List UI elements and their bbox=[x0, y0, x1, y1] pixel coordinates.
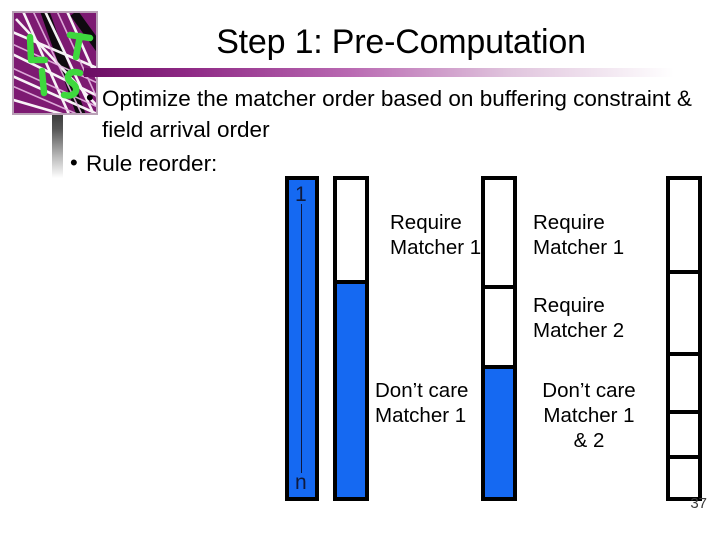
partitioned-bar-segment-1 bbox=[670, 180, 698, 270]
note-dont-care-matcher-1-col2: Don’t care Matcher 1 bbox=[375, 379, 469, 427]
rule-list-bar-segment bbox=[289, 180, 315, 497]
matcher1-bar bbox=[333, 176, 369, 501]
bullet-marker: • bbox=[70, 150, 78, 175]
matcher1-2-bar-segment-require-1 bbox=[485, 180, 513, 285]
rule-range-tick-line bbox=[301, 204, 302, 473]
logo bbox=[12, 11, 98, 115]
partitioned-bar-segment-2 bbox=[670, 270, 698, 352]
note-require-matcher-2-col3: Require Matcher 2 bbox=[533, 294, 625, 342]
matcher1-2-bar-segment-require-2 bbox=[485, 285, 513, 365]
matcher1-2-bar bbox=[481, 176, 517, 501]
matcher1-bar-segment-dontcare bbox=[337, 280, 365, 497]
bullet-marker: • bbox=[86, 85, 94, 110]
rule-list-bar: 1 n bbox=[285, 176, 319, 501]
title-underline-rule bbox=[84, 68, 674, 77]
page-title: Step 1: Pre-Computation bbox=[216, 23, 586, 61]
page-number: 37 bbox=[690, 495, 707, 512]
rule-index-end-label: n bbox=[295, 471, 307, 494]
partitioned-bar-segment-5 bbox=[670, 455, 698, 497]
bullet-text: Optimize the matcher order based on buff… bbox=[102, 86, 692, 142]
logo-stem bbox=[52, 96, 63, 178]
bullet-text: Rule reorder: bbox=[86, 151, 218, 176]
matcher1-bar-segment-require bbox=[337, 180, 365, 280]
note-require-matcher-1-col2: Require Matcher 1 bbox=[390, 211, 482, 259]
note-require-matcher-1-col3: Require Matcher 1 bbox=[533, 211, 625, 259]
partitioned-bar-segment-3 bbox=[670, 352, 698, 410]
matcher1-2-bar-segment-dontcare bbox=[485, 365, 513, 497]
logo-artwork bbox=[14, 13, 96, 113]
bullet-item-rule-reorder: • Rule reorder: bbox=[70, 148, 370, 179]
note-dont-care-matcher-1-2-col3: Don’t care Matcher 1 & 2 bbox=[542, 379, 636, 452]
rule-index-start-label: 1 bbox=[295, 183, 307, 206]
bullet-item-optimize: • Optimize the matcher order based on bu… bbox=[86, 83, 706, 145]
partitioned-bar bbox=[666, 176, 702, 501]
partitioned-bar-segment-4 bbox=[670, 410, 698, 455]
